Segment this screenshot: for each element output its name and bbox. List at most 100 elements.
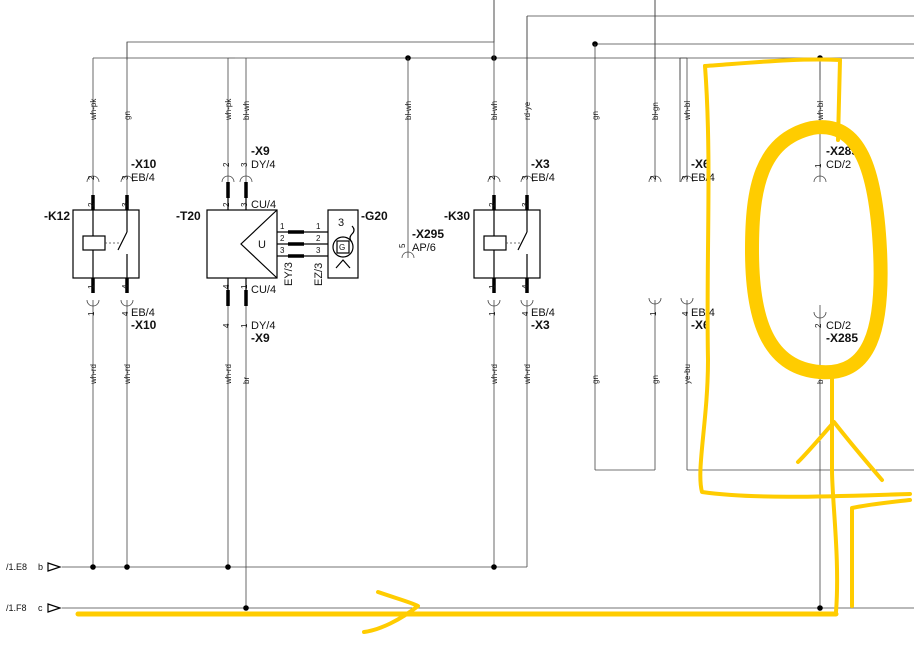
pin-number: 3 <box>521 202 530 207</box>
label-g20: -G20 <box>361 209 388 223</box>
pin-number: 1 <box>240 284 249 289</box>
pin-number: 3 <box>121 202 130 207</box>
pin-numbers: 2 3 2 3 1 4 1 4 2 3 2 3 4 1 4 1 1 2 3 1 … <box>87 162 823 328</box>
x10-top-pos: EB/4 <box>131 172 155 184</box>
pin-number: 1 <box>488 284 497 289</box>
pin-number: 4 <box>121 311 130 316</box>
x6-top-pos: EB/4 <box>691 172 715 184</box>
pin-number: 2 <box>222 162 231 167</box>
wire-label: br <box>816 377 825 384</box>
rail-c-letter: c <box>38 603 43 613</box>
label-k30: -K30 <box>444 209 470 223</box>
pin-number: 1 <box>240 323 249 328</box>
wire-label: wh-pk <box>89 98 98 121</box>
x3-top-id: -X3 <box>531 157 550 171</box>
wire-label: bl-wh <box>490 101 499 120</box>
pin-number: 1 <box>280 222 285 231</box>
rail-b-letter: b <box>38 562 43 572</box>
pin-number: 4 <box>222 323 231 328</box>
wire-labels-bottom: wh-rd wh-rd wh-rd br wh-rd wh-rd gn gn y… <box>89 364 825 385</box>
pin-number: 3 <box>280 246 285 255</box>
x6-top-id: -X6 <box>691 157 710 171</box>
pin-number: 3 <box>681 175 690 180</box>
wire-label: wh-bl <box>683 101 692 121</box>
t20-cu-top: CU/4 <box>251 199 276 211</box>
label-t20: -T20 <box>176 209 201 223</box>
t20-symbol: U <box>258 239 266 251</box>
generator-g20[interactable] <box>327 209 359 279</box>
x9-top-id: -X9 <box>251 144 270 158</box>
x285-bot-id: -X285 <box>826 331 858 345</box>
x285-top-pos: CD/2 <box>826 159 851 171</box>
g20-number: 3 <box>338 217 344 229</box>
wire-label: gn <box>591 375 600 384</box>
pin-number: 3 <box>240 162 249 167</box>
x3-bot-pos: EB/4 <box>531 307 555 319</box>
label-k12: -K12 <box>44 209 70 223</box>
x285-bot-pos: CD/2 <box>826 320 851 332</box>
x10-bot-pos: EB/4 <box>131 307 155 319</box>
x9-bot-id: -X9 <box>251 331 270 345</box>
x6-bot-id: -X6 <box>691 318 710 332</box>
pin-number: 1 <box>87 311 96 316</box>
pin-number: 2 <box>87 202 96 207</box>
pin-number: 4 <box>222 284 231 289</box>
pin-number: 1 <box>316 222 321 231</box>
pin-number: 4 <box>521 284 530 289</box>
wire-label: ye-bu <box>683 364 692 384</box>
pin-number: 5 <box>398 243 407 248</box>
pin-number: 2 <box>488 202 497 207</box>
rail-c-ref: /1.F8 <box>6 603 27 613</box>
pin-number: 3 <box>316 246 321 255</box>
pin-number: 2 <box>649 175 658 180</box>
pin-number: 3 <box>240 202 249 207</box>
x295-pos: AP/6 <box>412 242 436 254</box>
x10-bot-id: -X10 <box>131 318 157 332</box>
wire-label: wh-pk <box>224 98 233 121</box>
g20-symbol: G <box>339 243 345 252</box>
relay-k12[interactable] <box>72 195 140 293</box>
t20-ey: EY/3 <box>283 262 295 286</box>
connector-breaks <box>86 175 827 319</box>
wire-label: bl-wh <box>242 101 251 120</box>
pin-number: 1 <box>649 311 658 316</box>
pin-number: 1 <box>488 311 497 316</box>
pin-number: 1 <box>87 284 96 289</box>
wire-label: rd-ye <box>523 101 532 120</box>
yellow-highlight <box>75 57 912 634</box>
pin-number: 2 <box>488 175 497 180</box>
relay-k30[interactable] <box>473 195 541 293</box>
wire-label: wh-rd <box>224 364 233 385</box>
pin-number: 2 <box>280 234 285 243</box>
pin-number: 2 <box>87 175 96 180</box>
wire-labels-top: wh-pk gn wh-pk bl-wh bl-wh bl-wh rd-ye g… <box>89 98 825 121</box>
wire-label: wh-rd <box>123 364 132 385</box>
pin-number: 2 <box>222 202 231 207</box>
g20-ez: EZ/3 <box>313 263 325 286</box>
wire-label: br <box>242 377 251 384</box>
wire-label: wh-bl <box>816 101 825 121</box>
wire-label: wh-rd <box>523 364 532 385</box>
wire-label: gn <box>591 111 600 120</box>
t20-cu-bot: CU/4 <box>251 284 276 296</box>
wire-label: wh-rd <box>490 364 499 385</box>
x10-top-id: -X10 <box>131 157 157 171</box>
pin-number: 1 <box>814 163 823 168</box>
pin-number: 3 <box>521 175 530 180</box>
rail-b-ref: /1.E8 <box>6 562 27 572</box>
wire-label: gn <box>123 111 132 120</box>
x9-top-pos: DY/4 <box>251 159 275 171</box>
pin-number: 4 <box>521 311 530 316</box>
pin-number: 2 <box>814 323 823 328</box>
wire-label: wh-rd <box>89 364 98 385</box>
wire-label: gn <box>651 375 660 384</box>
pin-number: 2 <box>316 234 321 243</box>
vertical-wires <box>92 0 914 608</box>
wire-label: bl-gn <box>651 102 660 120</box>
converter-t20[interactable] <box>206 182 328 306</box>
top-bus <box>93 0 914 80</box>
pin-number: 4 <box>681 311 690 316</box>
rail-b <box>47 562 527 572</box>
pin-number: 4 <box>121 284 130 289</box>
